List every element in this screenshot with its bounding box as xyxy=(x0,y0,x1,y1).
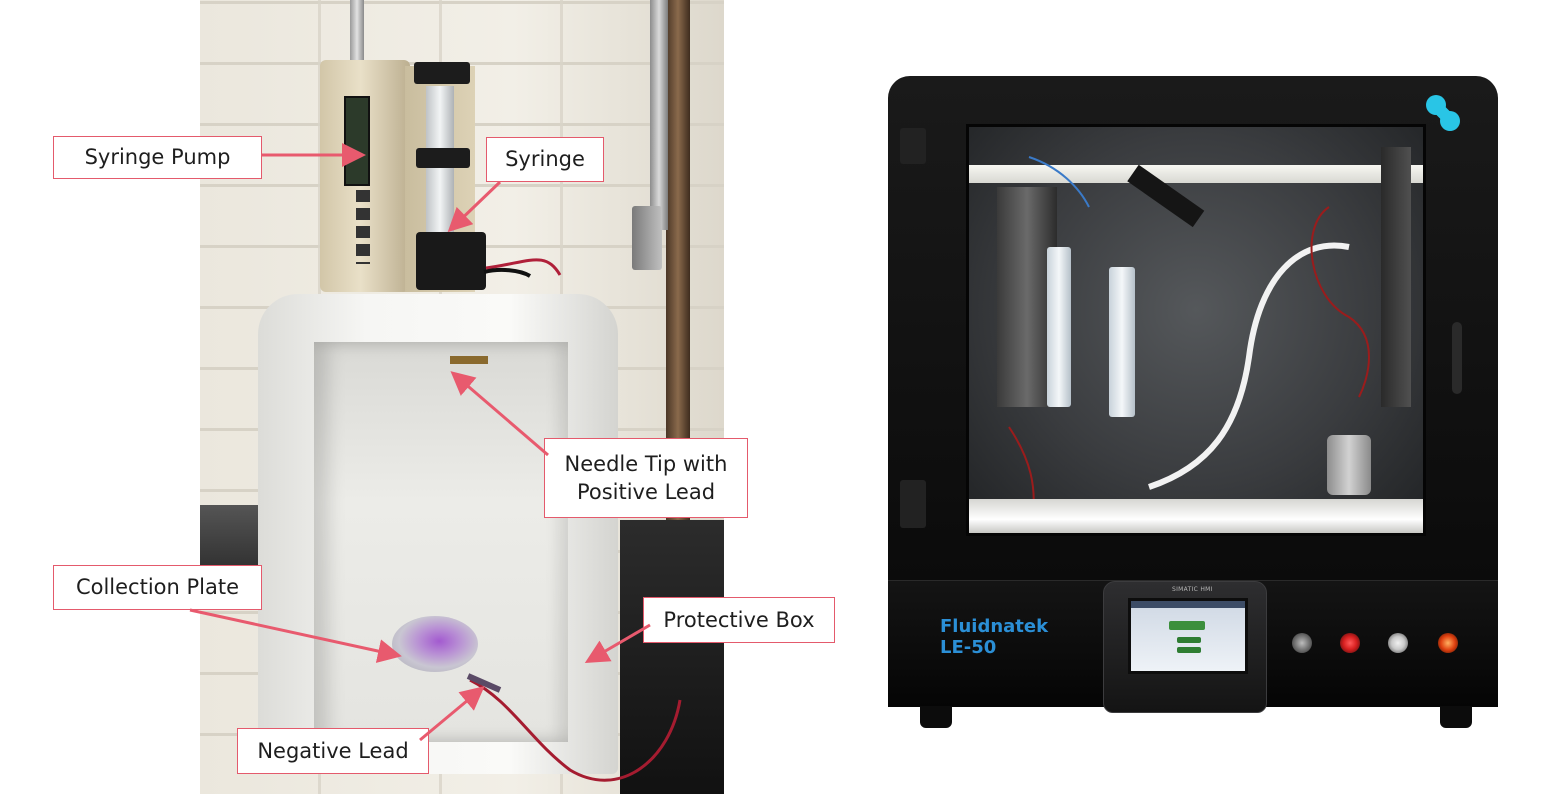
wall-outlet-box xyxy=(632,206,662,270)
hmi-header-bar xyxy=(1131,601,1245,608)
syringe-right xyxy=(1109,267,1135,417)
syringe-left xyxy=(1047,247,1071,407)
black-cable xyxy=(483,267,532,278)
device-foot-right xyxy=(1440,706,1472,728)
door-hinge-bottom xyxy=(900,480,926,528)
logo-icon xyxy=(1422,92,1464,134)
syringe-holder-bottom xyxy=(416,232,486,290)
negative-lead-clip xyxy=(466,673,502,693)
brand-logo-text: Fluidnatek LE-50 xyxy=(940,616,1049,658)
hmi-caption: SIMATIC HMI xyxy=(1172,586,1213,593)
indicator-light-4[interactable] xyxy=(1438,633,1458,653)
label-needle-tip: Needle Tip with Positive Lead xyxy=(544,438,748,518)
hmi-button-a[interactable] xyxy=(1177,637,1201,643)
fluidnatek-device-cabinet xyxy=(888,76,1498,580)
white-tube xyxy=(1148,242,1350,490)
arrow-protective-box xyxy=(584,623,651,664)
pump-display xyxy=(344,96,370,186)
hmi-button-main[interactable] xyxy=(1169,621,1205,630)
protective-box xyxy=(258,294,618,774)
device-foot-left xyxy=(920,706,952,728)
door-handle[interactable] xyxy=(1452,322,1462,394)
arrow-syringe xyxy=(447,180,502,233)
red-tube-right xyxy=(1310,206,1370,398)
collector-drum xyxy=(1327,435,1371,495)
blue-wire xyxy=(1028,156,1090,208)
spinning-chamber xyxy=(966,124,1426,536)
label-collection-plate: Collection Plate xyxy=(53,565,262,610)
wires xyxy=(466,258,682,782)
brand-model: LE-50 xyxy=(940,636,997,658)
hmi-touch-panel: SIMATIC HMI xyxy=(1103,581,1267,713)
device-control-base: Fluidnatek LE-50 SIMATIC HMI xyxy=(888,580,1498,713)
conduit-pipe xyxy=(650,0,668,230)
arrow-negative-lead xyxy=(419,686,485,742)
protective-box-opening xyxy=(314,342,568,742)
chamber-floor xyxy=(969,499,1423,533)
brand-name: Fluidnatek xyxy=(940,616,1049,637)
arrow-needle-tip xyxy=(450,371,549,457)
syringe-clamp-top xyxy=(414,62,470,84)
label-negative-lead: Negative Lead xyxy=(237,728,429,774)
syringe-clamp-mid xyxy=(416,148,470,168)
electrospinning-setup-photo xyxy=(200,0,724,794)
indicator-light-3[interactable] xyxy=(1388,633,1408,653)
hmi-button-b[interactable] xyxy=(1177,647,1201,653)
pump-buttons xyxy=(356,190,370,264)
label-syringe-pump: Syringe Pump xyxy=(53,136,262,179)
label-syringe: Syringe xyxy=(486,137,604,182)
indicator-light-1[interactable] xyxy=(1292,633,1312,653)
door-hinge-top xyxy=(900,128,926,164)
background-equipment xyxy=(620,520,724,794)
wall-pipe-left xyxy=(350,0,364,70)
syringe-pump xyxy=(320,60,410,292)
collection-plate xyxy=(392,616,478,672)
chamber-led-strip xyxy=(969,165,1423,183)
hmi-screen[interactable] xyxy=(1128,598,1248,674)
positive-lead-wire xyxy=(485,258,562,276)
arrow-collection-plate xyxy=(189,608,402,663)
right-collector-module xyxy=(1381,147,1411,407)
needle-tip xyxy=(450,356,488,364)
label-protective-box: Protective Box xyxy=(643,597,835,643)
negative-lead-wire xyxy=(469,678,682,782)
indicator-light-2[interactable] xyxy=(1340,633,1360,653)
